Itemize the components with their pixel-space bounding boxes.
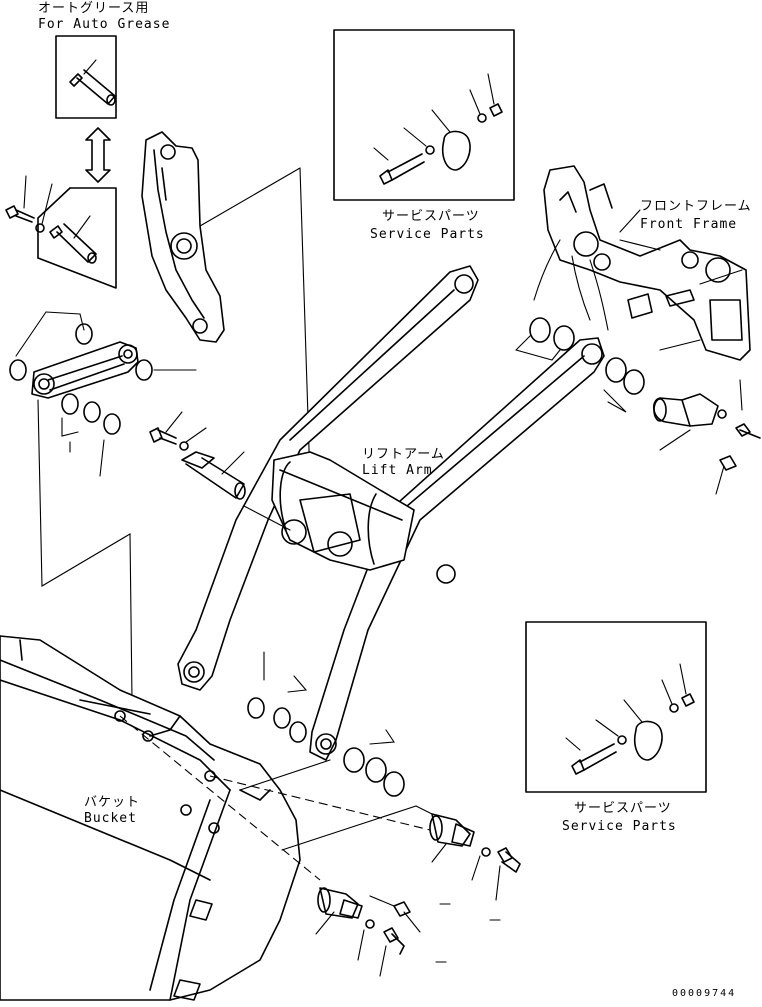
link-rod: [31, 341, 139, 399]
exchange-arrow-icon: [85, 127, 111, 183]
lift-arm: [177, 265, 605, 761]
frame-pin-parts: [515, 317, 761, 495]
auto-grease-label-jp: オートグリース用: [38, 1, 149, 16]
bell-crank: [141, 131, 225, 343]
drawing-number: 00009744: [672, 988, 736, 999]
bucket-pin-parts: [281, 805, 521, 977]
grease-pin-icon: [69, 69, 116, 106]
auto-grease-label-en: For Auto Grease: [38, 17, 170, 32]
lower-washers: [247, 651, 405, 797]
service-parts-bottom-label-jp: サービスパーツ: [574, 801, 672, 816]
front-frame: [533, 165, 751, 361]
service-parts-top-label-jp: サービスパーツ: [382, 209, 480, 224]
service-parts-bottom: [525, 621, 707, 793]
lift-arm-label-en: Lift Arm: [362, 463, 433, 478]
bolt-top-left: [5, 175, 53, 233]
lift-arm-label-jp: リフトアーム: [362, 447, 445, 462]
service-parts-top: [333, 29, 515, 201]
front-frame-label-en: Front Frame: [640, 217, 737, 232]
auto-grease-callout: [55, 35, 117, 183]
lift-arm-pin-parts: [149, 411, 291, 531]
standard-pin-box: [37, 187, 117, 289]
bucket: [0, 635, 301, 1001]
service-parts-bottom-label-en: Service Parts: [562, 819, 677, 834]
service-parts-top-label-en: Service Parts: [370, 227, 485, 242]
bucket-label-jp: バケット: [84, 795, 140, 810]
link-washers: [9, 311, 197, 477]
front-frame-label-jp: フロントフレーム: [640, 199, 752, 214]
bucket-label-en: Bucket: [84, 811, 137, 826]
